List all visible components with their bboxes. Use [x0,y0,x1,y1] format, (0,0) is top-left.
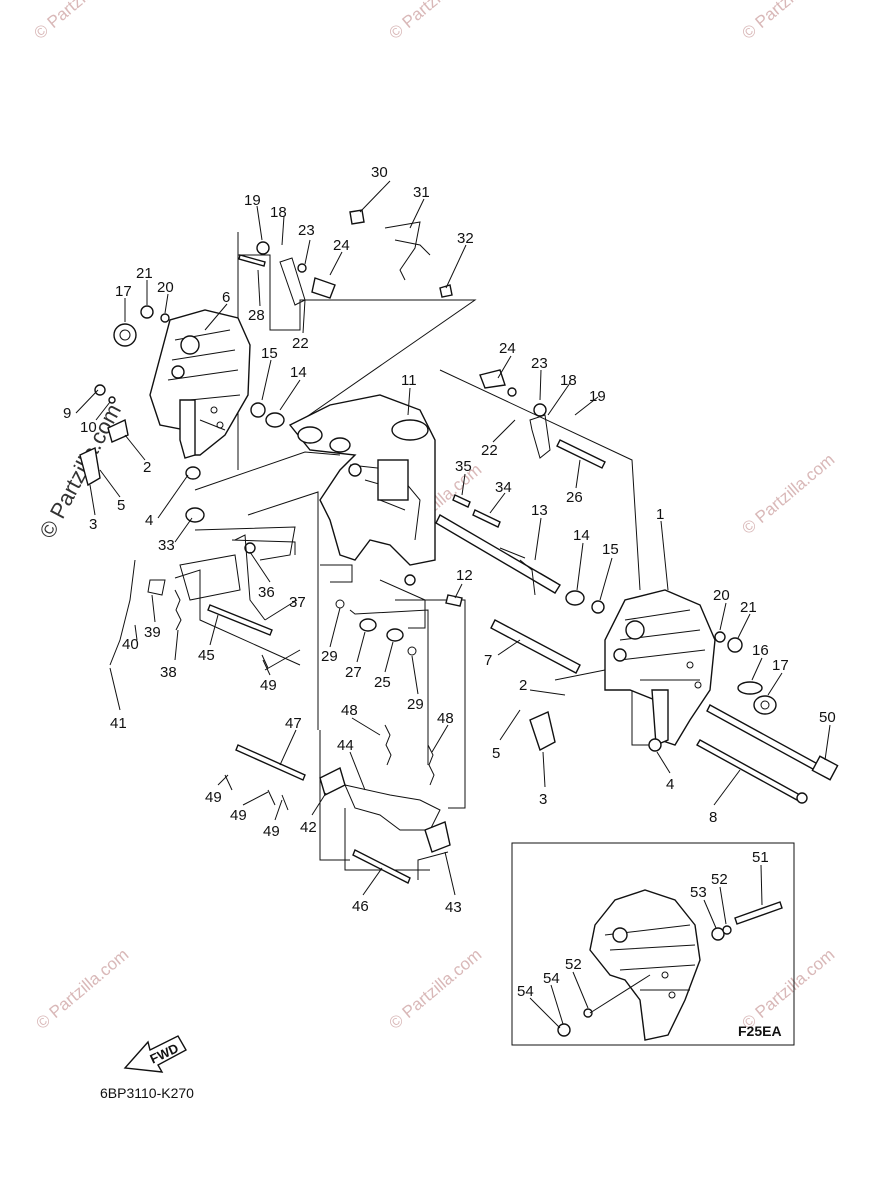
part-label: 15 [261,345,278,362]
part-label: 28 [248,307,265,324]
part-label: 15 [602,541,619,558]
part-label: 24 [333,237,350,254]
fwd-label: FWD [148,1040,181,1066]
part-label: 53 [690,884,707,901]
part-label: 16 [752,642,769,659]
clamp-bracket-right [604,589,716,747]
part-label: 54 [517,983,534,1000]
part-label: 18 [270,204,287,221]
part-label: 23 [531,355,548,372]
part-label: 30 [371,164,388,181]
part-label: 3 [89,516,97,533]
assembly-guide-lines [174,232,655,880]
part-label: 5 [117,497,125,514]
part-label: 11 [401,372,417,389]
part-label: 49 [263,823,280,840]
part-label: 36 [258,584,275,601]
part-label: 21 [136,265,153,282]
part-label: 35 [455,458,472,475]
part-label: 6 [222,289,230,306]
watermark: © Partzilla.com [385,0,485,43]
watermark: © Partzilla.com [738,945,838,1033]
watermark: © Partzilla.com [385,945,485,1033]
part-label: 19 [244,192,261,209]
inset-f25ea [511,842,795,1046]
part-label: 19 [589,388,606,405]
part-label: 29 [321,648,338,665]
part-label: 17 [115,283,132,300]
watermark: © Partzilla.com [32,945,132,1033]
part-label: 24 [499,340,516,357]
part-label: 39 [144,624,161,641]
part-label: 18 [560,372,577,389]
part-label: 40 [122,636,139,653]
swivel-bracket [288,394,436,586]
part-label: 1 [656,506,664,523]
part-label: 31 [413,184,430,201]
part-label: 20 [713,587,730,604]
part-label: 48 [341,702,358,719]
watermark: © Partzilla.com [30,0,130,43]
part-label: 17 [772,657,789,674]
part-label: 5 [492,745,500,762]
part-label: 33 [158,537,175,554]
part-label: 25 [374,674,391,691]
part-label: 44 [337,737,354,754]
part-label: 47 [285,715,302,732]
part-label: 51 [752,849,769,866]
levers-and-springs [79,221,606,853]
part-label: 46 [352,898,369,915]
part-label: 7 [484,652,492,669]
part-label: 4 [666,776,674,793]
part-label: 26 [566,489,583,506]
fwd-arrow: FWD [123,1035,187,1073]
part-label: 42 [300,819,317,836]
watermark: © Partzilla.com [738,450,838,538]
shafts-and-rods [207,254,839,884]
part-label: 43 [445,899,462,916]
part-label: 12 [456,567,473,584]
part-label: 54 [543,970,560,987]
part-label: 2 [143,459,151,476]
part-label: 49 [260,677,277,694]
leader-lines [75,180,831,1029]
part-label: 50 [819,709,836,726]
inset-model-code: F25EA [738,1023,782,1039]
part-label: 49 [205,789,222,806]
part-label: 29 [407,696,424,713]
part-label: 52 [711,871,728,888]
part-label: 21 [740,599,757,616]
part-label: 34 [495,479,512,496]
watermark: © Partzilla.com [738,0,838,43]
part-label: 22 [481,442,498,459]
part-labels: 30 31 32 19 18 23 24 21 20 17 6 28 22 15… [63,164,836,1000]
clamp-bracket-left [149,309,251,459]
part-label: 13 [531,502,548,519]
part-label: 14 [290,364,307,381]
part-label: 2 [519,677,527,694]
part-label: 10 [80,419,97,436]
part-label: 14 [573,527,590,544]
part-label: 38 [160,664,177,681]
part-label: 9 [63,405,71,422]
part-label: 41 [110,715,127,732]
part-label: 4 [145,512,153,529]
part-label: 49 [230,807,247,824]
part-label: 23 [298,222,315,239]
part-label: 22 [292,335,309,352]
part-label: 32 [457,230,474,247]
part-label: 27 [345,664,362,681]
figure-code: 6BP3110-K270 [100,1085,194,1101]
part-label: 20 [157,279,174,296]
part-label: 3 [539,791,547,808]
part-label: 45 [198,647,215,664]
part-label: 8 [709,809,717,826]
part-label: 48 [437,710,454,727]
part-label: 37 [289,594,306,611]
part-label: 52 [565,956,582,973]
